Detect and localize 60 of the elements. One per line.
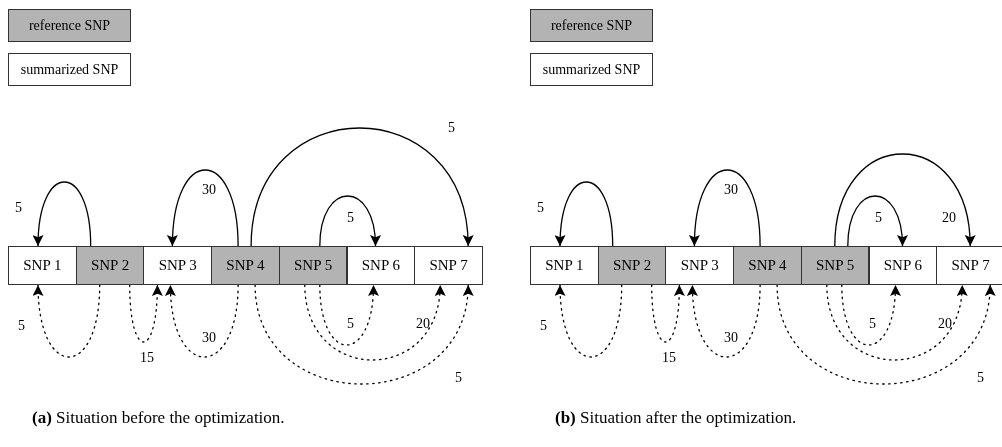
arrow xyxy=(689,169,761,247)
snp-box: SNP 2 xyxy=(75,246,145,285)
snp-box: SNP 4 xyxy=(733,246,802,285)
arrow xyxy=(165,284,239,358)
edge-label: 20 xyxy=(416,316,430,332)
legend-text: reference SNP xyxy=(28,17,111,34)
edge-label: 5 xyxy=(540,318,547,334)
snp-box: SNP 2 xyxy=(597,246,667,285)
arrow xyxy=(555,284,623,358)
legend-text: summarized SNP xyxy=(542,61,641,78)
arrow xyxy=(129,284,163,343)
snp-box: SNP 1 xyxy=(530,246,599,285)
arrow xyxy=(33,284,101,358)
edge-label: 5 xyxy=(15,200,22,216)
edge-label: 5 xyxy=(347,210,354,226)
snp-box: SNP 5 xyxy=(800,246,870,285)
arrow xyxy=(304,284,445,361)
caption: (b) Situation after the optimization. xyxy=(555,408,797,428)
edge-label: 15 xyxy=(140,350,154,366)
arrow xyxy=(254,284,473,385)
edge-label: 30 xyxy=(724,330,738,346)
legend-text: reference SNP xyxy=(550,17,633,34)
arrow xyxy=(834,153,975,247)
snp-box: SNP 1 xyxy=(8,246,77,285)
snp-box: SNP 6 xyxy=(868,246,938,285)
snp-box: SNP 7 xyxy=(414,246,483,285)
arrow xyxy=(776,284,995,385)
edge-label: 30 xyxy=(202,330,216,346)
arrow xyxy=(826,284,967,361)
edge-label: 30 xyxy=(202,182,216,198)
arrow xyxy=(651,284,685,343)
edge-label: 15 xyxy=(662,350,676,366)
edge-label: 20 xyxy=(942,210,956,226)
edge-label: 5 xyxy=(455,370,462,386)
arrow xyxy=(167,169,239,247)
snp-box: SNP 5 xyxy=(278,246,348,285)
snp-box: SNP 6 xyxy=(346,246,416,285)
caption: (a) Situation before the optimization. xyxy=(32,408,285,428)
arrow xyxy=(319,284,379,346)
snp-box: SNP 4 xyxy=(211,246,280,285)
legend-text: summarized SNP xyxy=(20,61,119,78)
arrow xyxy=(841,284,901,346)
edge-label: 5 xyxy=(18,318,25,334)
edge-label: 30 xyxy=(724,182,738,198)
edge-label: 5 xyxy=(347,316,354,332)
arrow xyxy=(847,195,908,247)
edge-label: 5 xyxy=(448,120,455,136)
edge-label: 5 xyxy=(537,200,544,216)
snp-box: SNP 7 xyxy=(936,246,1002,285)
arrow xyxy=(250,127,473,247)
edge-label: 20 xyxy=(938,316,952,332)
edge-label: 5 xyxy=(875,210,882,226)
arrow xyxy=(33,181,92,247)
arrow xyxy=(555,181,614,247)
snp-box: SNP 3 xyxy=(143,246,213,285)
arrow xyxy=(319,195,381,247)
edge-label: 5 xyxy=(869,316,876,332)
edge-label: 5 xyxy=(977,370,984,386)
snp-box: SNP 3 xyxy=(665,246,735,285)
arrow xyxy=(687,284,761,358)
